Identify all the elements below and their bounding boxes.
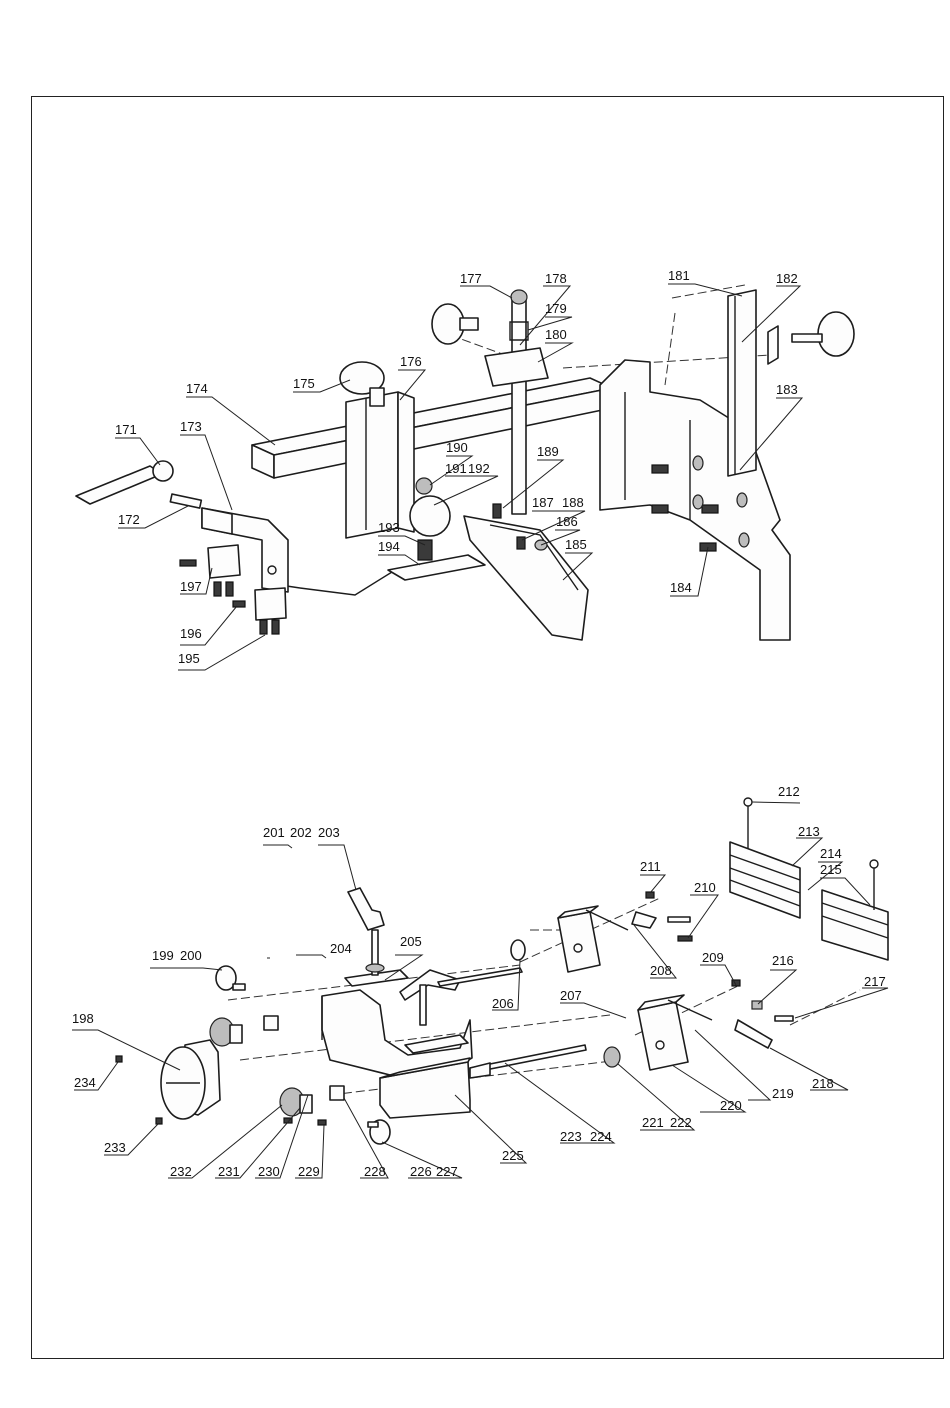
part-label-210: 210 bbox=[694, 880, 716, 895]
part-label-212: 212 bbox=[778, 784, 800, 799]
part-label-177: 177 bbox=[460, 271, 482, 286]
part-label-225: 225 bbox=[502, 1148, 524, 1163]
knurled-knob-lower bbox=[280, 1086, 344, 1116]
part-label-206: 206 bbox=[492, 996, 514, 1011]
part-label-192: 192 bbox=[468, 461, 490, 476]
part-label-229: 229 bbox=[298, 1164, 320, 1179]
part-label-209: 209 bbox=[702, 950, 724, 965]
part-label-182: 182 bbox=[776, 271, 798, 286]
part-label-187: 187 bbox=[532, 495, 554, 510]
part-label-183: 183 bbox=[776, 382, 798, 397]
part-label-234: 234 bbox=[74, 1075, 96, 1090]
part-label-233: 233 bbox=[104, 1140, 126, 1155]
sliding-bracket bbox=[346, 392, 414, 538]
part-label-208: 208 bbox=[650, 963, 672, 978]
star-knob-right bbox=[768, 312, 854, 364]
part-label-189: 189 bbox=[537, 444, 559, 459]
part-label-194: 194 bbox=[378, 539, 400, 554]
part-label-223: 223 bbox=[560, 1129, 582, 1144]
part-label-174: 174 bbox=[186, 381, 208, 396]
part-label-216: 216 bbox=[772, 953, 794, 968]
jaw-block-208 bbox=[558, 906, 600, 972]
square-rod bbox=[252, 378, 612, 478]
part-label-184: 184 bbox=[670, 580, 692, 595]
threaded-rod bbox=[470, 1045, 586, 1078]
ball-joint bbox=[410, 478, 450, 560]
part-label-202: 202 bbox=[290, 825, 312, 840]
vertical-post bbox=[728, 290, 756, 476]
part-label-195: 195 bbox=[178, 651, 200, 666]
part-label-221: 221 bbox=[642, 1115, 664, 1130]
base-plate bbox=[280, 555, 485, 595]
part-label-203: 203 bbox=[318, 825, 340, 840]
part-label-188: 188 bbox=[562, 495, 584, 510]
part-label-186: 186 bbox=[556, 514, 578, 529]
star-knob-top bbox=[432, 304, 478, 344]
jaw-plate-213 bbox=[730, 798, 800, 918]
part-label-200: 200 bbox=[180, 948, 202, 963]
part-label-224: 224 bbox=[590, 1129, 612, 1144]
part-label-199: 199 bbox=[152, 948, 174, 963]
part-label-180: 180 bbox=[545, 327, 567, 342]
part-label-198: 198 bbox=[72, 1011, 94, 1026]
part-label-219: 219 bbox=[772, 1086, 794, 1101]
part-label-232: 232 bbox=[170, 1164, 192, 1179]
knob-226 bbox=[368, 1120, 390, 1144]
part-label-193: 193 bbox=[378, 520, 400, 535]
part-label-222: 222 bbox=[670, 1115, 692, 1130]
part-label-205: 205 bbox=[400, 934, 422, 949]
part-label-201: 201 bbox=[263, 825, 285, 840]
part-label-204: 204 bbox=[330, 941, 352, 956]
part-label-231: 231 bbox=[218, 1164, 240, 1179]
part-label-173: 173 bbox=[180, 419, 202, 434]
part-label-217: 217 bbox=[864, 974, 886, 989]
part-label-213: 213 bbox=[798, 824, 820, 839]
flange-198 bbox=[161, 1040, 220, 1119]
lever-203 bbox=[348, 888, 384, 975]
part-label-207: 207 bbox=[560, 988, 582, 1003]
part-label-181: 181 bbox=[668, 268, 690, 283]
part-label-214: 214 bbox=[820, 846, 842, 861]
part-label-228: 228 bbox=[364, 1164, 386, 1179]
part-label-185: 185 bbox=[565, 537, 587, 552]
knurled-knob-upper bbox=[210, 1016, 278, 1046]
part-label-172: 172 bbox=[118, 512, 140, 527]
clamp-block-196 bbox=[233, 588, 286, 634]
part-label-190: 190 bbox=[446, 440, 468, 455]
part-label-171: 171 bbox=[115, 422, 137, 437]
part-label-191: 191 bbox=[445, 461, 467, 476]
part-label-227: 227 bbox=[436, 1164, 458, 1179]
part-label-176: 176 bbox=[400, 354, 422, 369]
part-label-218: 218 bbox=[812, 1076, 834, 1091]
part-label-215: 215 bbox=[820, 862, 842, 877]
part-label-220: 220 bbox=[720, 1098, 742, 1113]
part-label-179: 179 bbox=[545, 301, 567, 316]
part-label-197: 197 bbox=[180, 579, 202, 594]
part-label-175: 175 bbox=[293, 376, 315, 391]
part-label-226: 226 bbox=[410, 1164, 432, 1179]
part-label-178: 178 bbox=[545, 271, 567, 286]
part-label-211: 211 bbox=[640, 859, 661, 874]
part-label-230: 230 bbox=[258, 1164, 280, 1179]
part-label-196: 196 bbox=[180, 626, 202, 641]
lever-handle bbox=[76, 461, 201, 508]
